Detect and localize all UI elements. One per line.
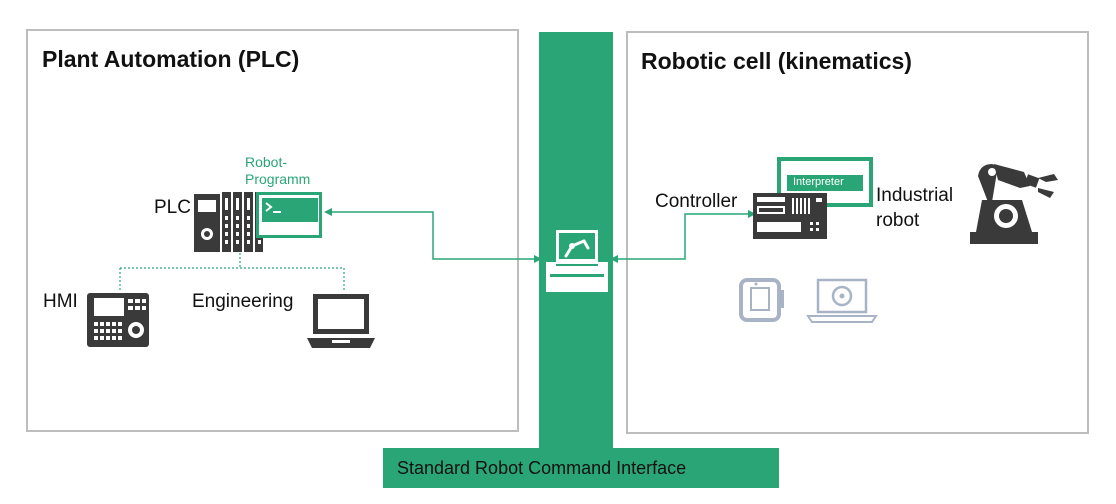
controller-label: Controller: [655, 191, 738, 212]
controller-unit-icon: [753, 193, 827, 239]
laptop-icon: [307, 294, 375, 348]
plant-automation-title: Plant Automation (PLC): [42, 46, 300, 72]
arrowhead-left-interface: [610, 255, 618, 263]
hmi-panel-icon: [87, 293, 149, 347]
robot-command-box-icon: [546, 230, 608, 292]
terminal-window-icon: [256, 192, 322, 238]
interface-banner: [383, 448, 779, 488]
arrowhead-right-interface: [534, 255, 542, 263]
industrial-robot-label-1: Industrial: [876, 185, 954, 206]
arrowhead-left-plc: [324, 208, 332, 216]
robot-program-label-2: Programm: [245, 171, 311, 187]
plc-to-interface-line: [328, 211, 538, 260]
hmi-label: HMI: [43, 291, 78, 312]
engineering-label: Engineering: [192, 291, 294, 312]
interpreter-label: Interpreter: [793, 176, 844, 188]
industrial-robot-label-2: robot: [876, 210, 920, 231]
interface-banner-label: Standard Robot Command Interface: [397, 458, 687, 478]
robot-program-label-1: Robot-: [245, 154, 288, 170]
arrowhead-right-controller: [748, 210, 756, 218]
industrial-robot-arm-icon: [970, 164, 1058, 244]
plc-rack-icon: [194, 192, 263, 252]
interpreter-window-icon: [777, 157, 873, 207]
laptop-disc-icon: [806, 278, 878, 323]
teach-pendant-icon: [739, 278, 784, 322]
controller-to-interface-line: [614, 213, 752, 260]
robotic-cell-title: Robotic cell (kinematics): [641, 48, 912, 74]
plc-label: PLC: [154, 197, 191, 218]
